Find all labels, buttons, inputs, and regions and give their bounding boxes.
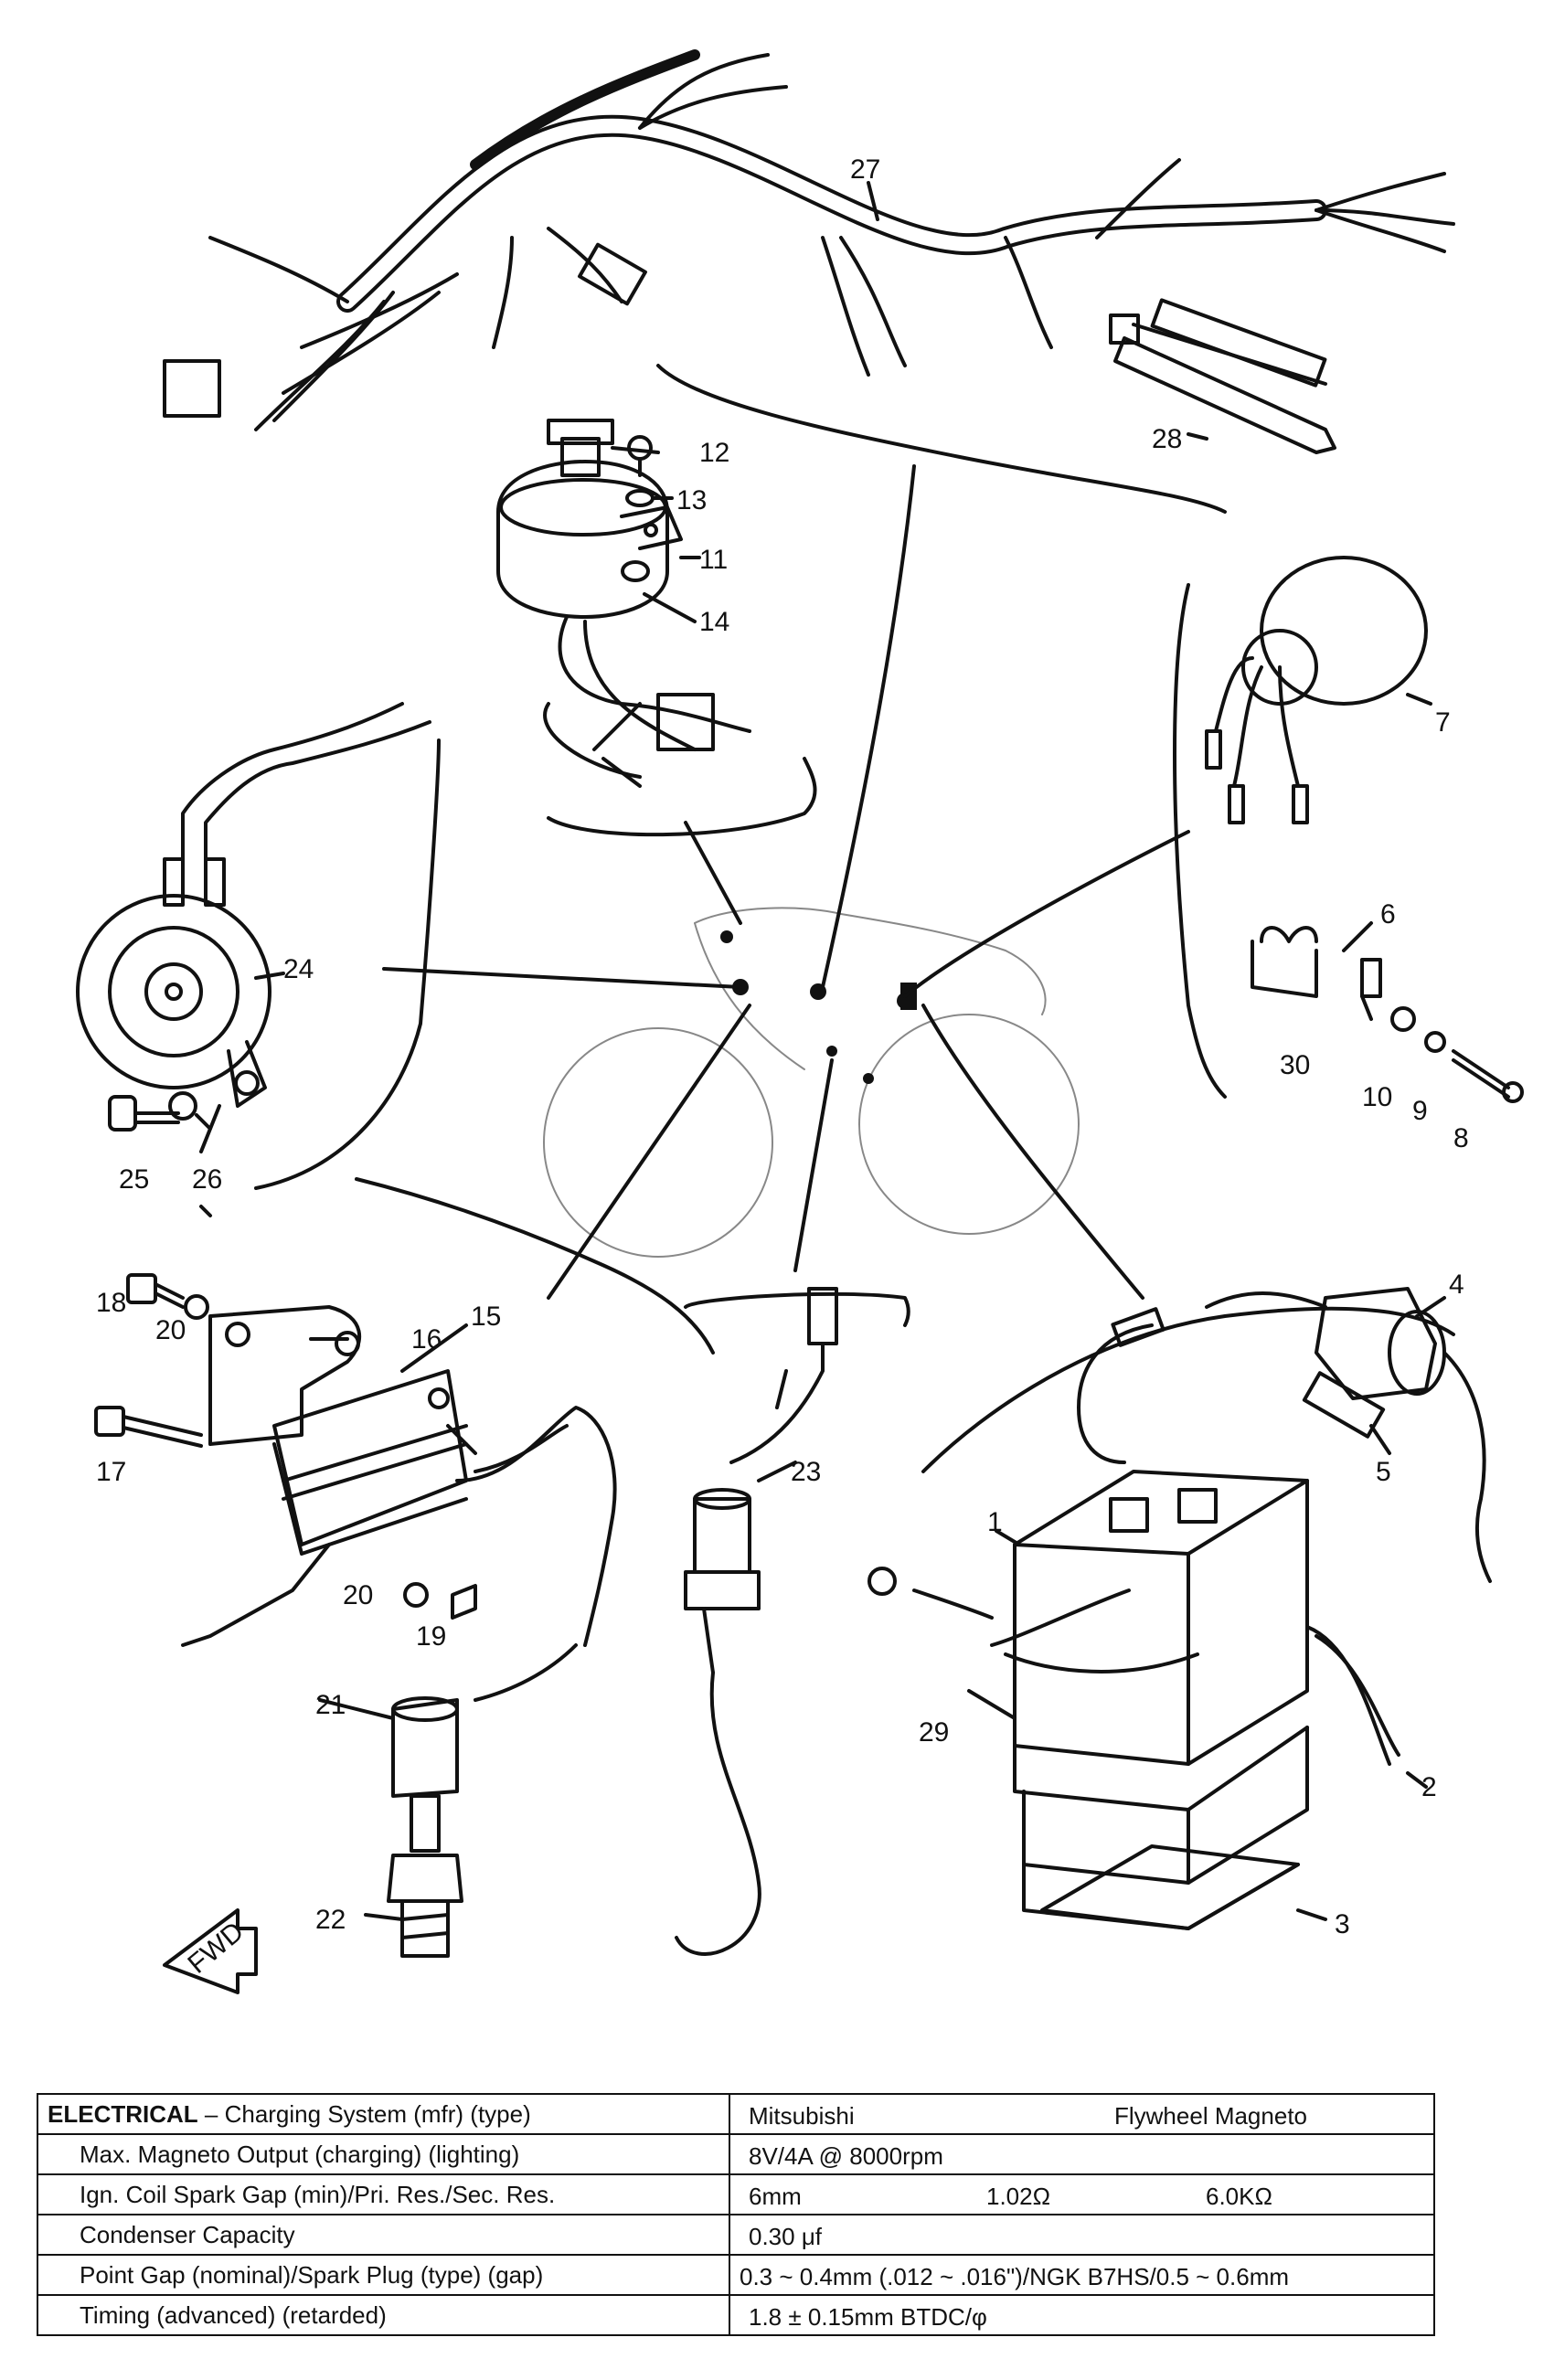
main-switch	[496, 419, 751, 788]
cell-value: 1.8 ± 0.15mm BTDC/φ	[749, 2303, 987, 2331]
callout-17: 17	[96, 1457, 126, 1487]
row-label: Point Gap (nominal)/Spark Plug (type) (g…	[37, 2254, 730, 2296]
cell-value: Flywheel Magneto	[1114, 2102, 1307, 2130]
callout-10: 10	[1362, 1082, 1392, 1112]
exploded-wiring-diagram: FWD	[76, 49, 1524, 1994]
motorcycle-silhouette	[543, 907, 1080, 1258]
callout-11: 11	[699, 545, 728, 575]
table-row: Ign. Coil Spark Gap (min)/Pri. Res./Sec.…	[37, 2173, 1435, 2215]
callout-13: 13	[676, 485, 707, 515]
callout-1: 1	[987, 1507, 1003, 1537]
section-heading: ELECTRICAL	[48, 2099, 198, 2128]
cell-value: 6mm	[749, 2183, 802, 2210]
fuse-holder	[1251, 940, 1318, 998]
callout-3: 3	[1335, 1909, 1350, 1939]
row-label: Max. Magneto Output (charging) (lighting…	[37, 2133, 730, 2175]
ignition-coil	[181, 1305, 617, 1647]
callout-9: 9	[1412, 1096, 1428, 1126]
table-row: Condenser Capacity 0.30 μf	[37, 2214, 1435, 2256]
cell-value: 8V/4A @ 8000rpm	[749, 2142, 943, 2170]
callout-29: 29	[919, 1717, 949, 1748]
callout-30: 30	[1280, 1050, 1310, 1080]
table-row: Max. Magneto Output (charging) (lighting…	[37, 2133, 1435, 2175]
callout-6: 6	[1380, 899, 1396, 930]
callout-24: 24	[283, 954, 314, 984]
fwd-arrow-icon	[163, 1908, 258, 1994]
cell-value: Mitsubishi	[749, 2102, 855, 2130]
callout-21: 21	[315, 1690, 346, 1720]
rectifier-group-line	[1173, 583, 1227, 1099]
callout-25: 25	[119, 1164, 149, 1195]
callout-23: 23	[791, 1457, 821, 1487]
callout-4: 4	[1449, 1270, 1464, 1300]
callout-8: 8	[1453, 1123, 1469, 1153]
table-row: ELECTRICAL – Charging System (mfr) (type…	[37, 2093, 1435, 2135]
row-label: Ign. Coil Spark Gap (min)/Pri. Res./Sec.…	[37, 2173, 730, 2215]
row-label: Condenser Capacity	[37, 2214, 730, 2256]
callout-20-lower: 20	[343, 1580, 373, 1610]
horn	[76, 702, 431, 1108]
table-row: Timing (advanced) (retarded) 1.8 ± 0.15m…	[37, 2294, 1435, 2336]
callout-22: 22	[315, 1905, 346, 1935]
row-label: Timing (advanced) (retarded)	[37, 2294, 730, 2336]
callout-20-upper: 20	[155, 1315, 186, 1345]
cell-value: 1.02Ω	[986, 2183, 1051, 2210]
cell-value: 0.30 μf	[749, 2223, 823, 2250]
callout-16: 16	[411, 1324, 442, 1355]
callout-19: 19	[416, 1621, 446, 1652]
callout-12: 12	[699, 438, 729, 468]
callout-28: 28	[1152, 424, 1182, 454]
electrical-spec-table: ELECTRICAL – Charging System (mfr) (type…	[37, 2093, 1435, 2336]
callout-15: 15	[471, 1302, 501, 1332]
table-row: Point Gap (nominal)/Spark Plug (type) (g…	[37, 2254, 1435, 2296]
wire-harness	[163, 49, 1455, 431]
horn-group-line	[254, 738, 441, 1190]
callout-27: 27	[850, 154, 880, 185]
neutral-switch	[675, 1287, 838, 1956]
callout-26: 26	[192, 1164, 222, 1195]
harness-group-line	[656, 364, 1227, 514]
battery	[1004, 1470, 1400, 1930]
callout-5: 5	[1376, 1457, 1391, 1487]
callout-7: 7	[1435, 707, 1451, 738]
switch-group-line	[547, 757, 817, 837]
row-label: – Charging System (mfr) (type)	[197, 2099, 531, 2128]
callout-18: 18	[96, 1288, 126, 1318]
callout-2: 2	[1421, 1772, 1437, 1802]
flasher-relay	[1205, 1287, 1492, 1583]
rectifier	[1205, 556, 1428, 824]
callout-labels: 1 2 3 4 5 6 7 8 9 10 11 12 13 14 15 16 1…	[96, 154, 1469, 1939]
callout-14: 14	[699, 607, 729, 637]
cell-value: 0.3 ~ 0.4mm (.012 ~ .016")/NGK B7HS/0.5 …	[740, 2263, 1290, 2290]
cell-value: 6.0KΩ	[1206, 2183, 1272, 2210]
